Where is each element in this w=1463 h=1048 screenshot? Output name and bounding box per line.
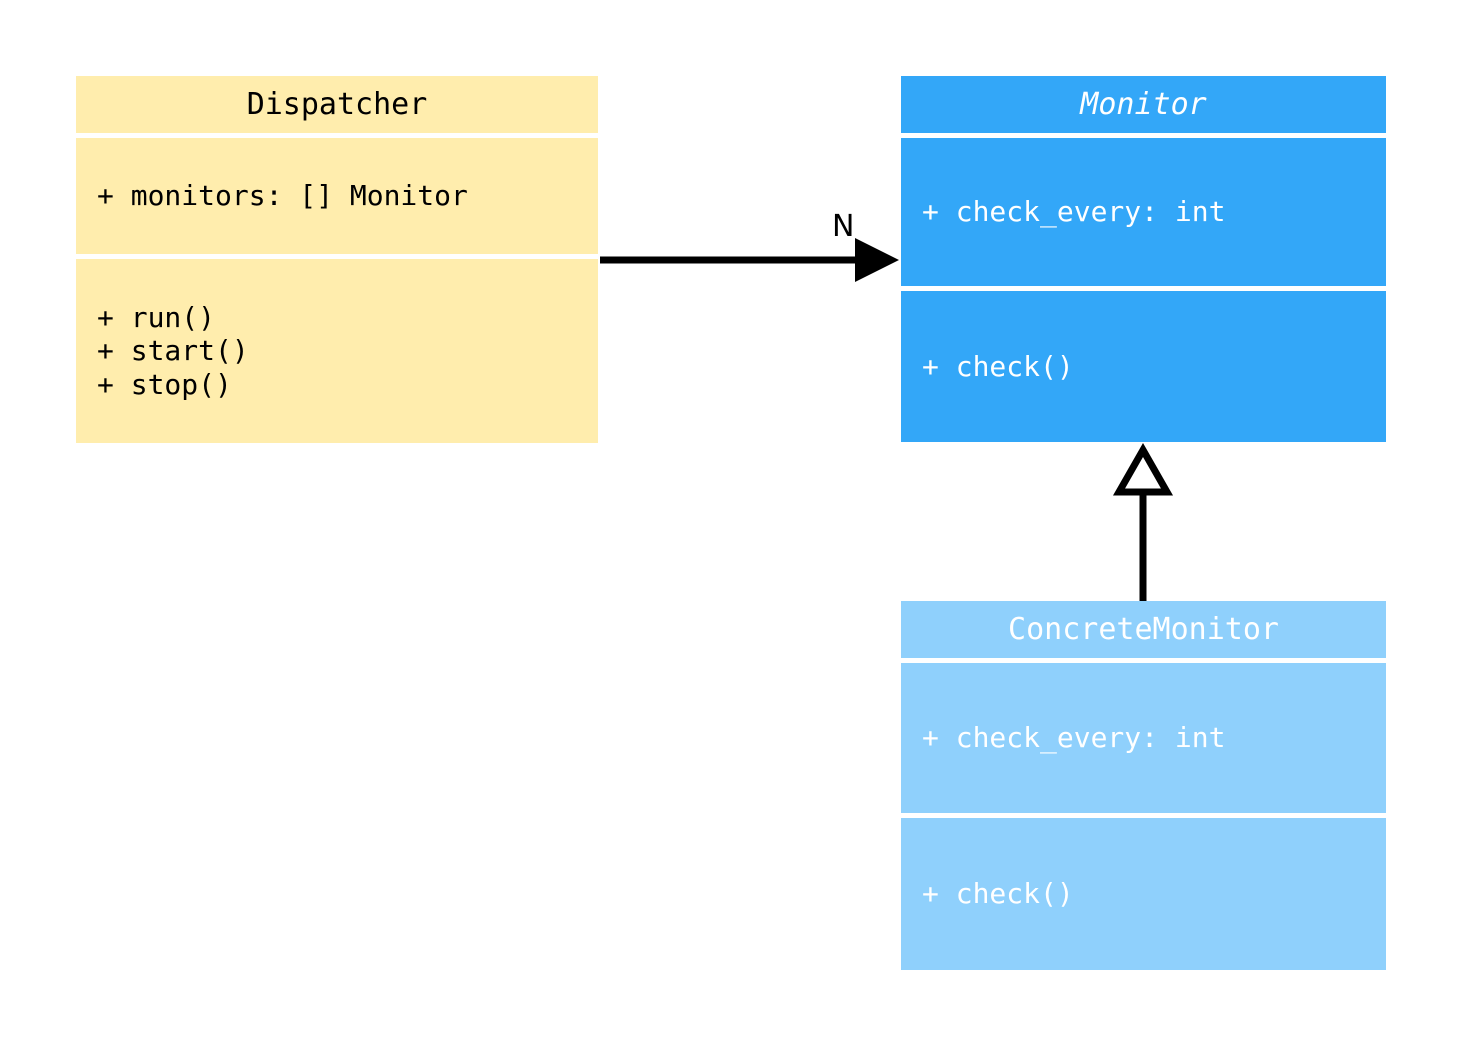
attributes-compartment-monitor: + check_every: int [901, 138, 1386, 286]
compartment-divider [901, 133, 1386, 138]
attributes-compartment-concretemonitor: + check_every: int [901, 663, 1386, 813]
operation-row: + run() [97, 301, 216, 335]
compartment-divider [76, 133, 598, 138]
compartment-divider [901, 658, 1386, 663]
association-dispatcher-to-monitor [600, 238, 899, 282]
attribute-row: + check_every: int [922, 195, 1226, 229]
uml-class-monitor[interactable]: Monitor + check_every: int + check() [901, 76, 1386, 442]
attributes-compartment-dispatcher: + monitors: [] Monitor [76, 138, 598, 254]
operations-compartment-monitor: + check() [901, 291, 1386, 442]
hollow-triangle-arrowhead-icon [1112, 442, 1174, 496]
attribute-row: + monitors: [] Monitor [97, 179, 468, 213]
generalization-concretemonitor-to-monitor [1112, 442, 1174, 601]
uml-class-dispatcher[interactable]: Dispatcher + monitors: [] Monitor + run(… [76, 76, 598, 443]
association-multiplicity-label: N [832, 209, 855, 244]
filled-arrowhead-icon [855, 238, 899, 282]
compartment-divider [76, 254, 598, 259]
operation-row: + check() [922, 877, 1074, 911]
operation-row: + check() [922, 349, 1074, 383]
class-title-monitor: Monitor [901, 76, 1386, 133]
uml-class-concretemonitor[interactable]: ConcreteMonitor + check_every: int + che… [901, 601, 1386, 970]
attribute-row: + check_every: int [922, 721, 1226, 755]
class-title-dispatcher: Dispatcher [76, 76, 598, 133]
operation-row: + start() [97, 334, 249, 368]
operations-compartment-concretemonitor: + check() [901, 818, 1386, 970]
operation-row: + stop() [97, 367, 232, 401]
compartment-divider [901, 813, 1386, 818]
compartment-divider [901, 286, 1386, 291]
operations-compartment-dispatcher: + run() + start() + stop() [76, 259, 598, 443]
class-title-concretemonitor: ConcreteMonitor [901, 601, 1386, 658]
